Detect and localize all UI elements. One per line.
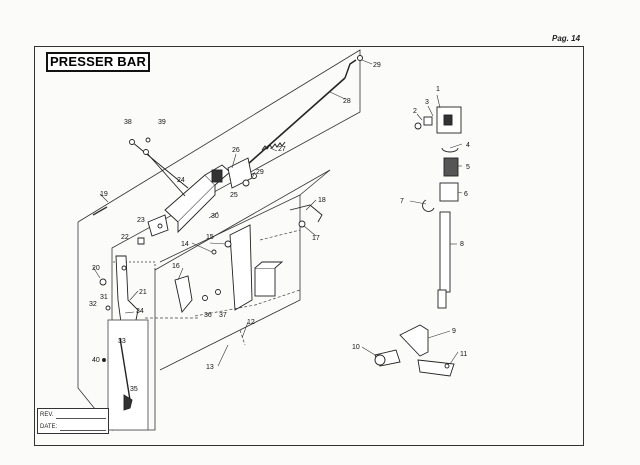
callout-label: 25 [230, 192, 238, 199]
callout-leaders [92, 59, 463, 367]
callout-label: 20 [92, 265, 100, 272]
bar-33 [102, 319, 149, 431]
callout-label: 12 [247, 319, 255, 326]
title-box: PRESSER BAR [46, 52, 150, 72]
callout-label: 2 [413, 108, 417, 115]
callout-label: 34 [136, 308, 144, 315]
page-title: PRESSER BAR [49, 54, 147, 69]
callout-label: 10 [352, 344, 360, 351]
callout-label: 7 [400, 198, 404, 205]
callout-label: 8 [460, 241, 464, 248]
callout-label: 30 [211, 213, 219, 220]
callout-label: 24 [177, 177, 185, 184]
callout-label: 17 [312, 235, 320, 242]
callout-label: 21 [139, 289, 147, 296]
callout-label: 6 [464, 191, 468, 198]
callout-label: 29 [373, 62, 381, 69]
diagram-frame [34, 46, 584, 446]
lever-assembly [164, 157, 257, 234]
callout-label: 9 [452, 328, 456, 335]
callout-label: 38 [124, 119, 132, 126]
rev-label: REV. [40, 412, 54, 418]
callout-label: 13 [206, 364, 214, 371]
callout-label: 23 [137, 217, 145, 224]
callout-label: 40 [92, 357, 100, 364]
spring-27 [261, 141, 286, 151]
callout-label: 36 [204, 312, 212, 319]
callout-label: 39 [158, 119, 166, 126]
date-label: DATE: [40, 424, 58, 430]
center-bracket [174, 204, 323, 313]
callout-label: 27 [278, 146, 286, 153]
callout-label: 16 [172, 263, 180, 270]
callout-label: 32 [89, 301, 97, 308]
lifter-21 [99, 255, 139, 331]
revision-box: REV. DATE: [37, 408, 109, 434]
callout-label: 15 [206, 234, 214, 241]
callout-label: 11 [460, 351, 467, 358]
part-23-bracket [137, 214, 169, 245]
callout-label: 3 [425, 99, 429, 106]
callout-label: 22 [121, 234, 129, 241]
leader-dashes [145, 229, 301, 346]
linkage-38-39 [129, 137, 189, 197]
callout-label: 33 [118, 338, 126, 345]
date-line [60, 430, 106, 431]
callout-label: 14 [181, 241, 189, 248]
callout-label: 35 [130, 386, 138, 393]
callout-label: 37 [219, 312, 227, 319]
callout-label: 29 [256, 169, 264, 176]
callout-label: 19 [100, 191, 108, 198]
page-number: Pag. 14 [552, 34, 581, 43]
callout-label: 4 [466, 142, 470, 149]
callout-label: 28 [343, 98, 351, 105]
callout-label: 18 [318, 197, 326, 204]
callout-label: 31 [100, 294, 108, 301]
callout-labels: 1 2 3 4 5 6 7 8 9 10 11 12 13 14 15 16 1… [89, 62, 470, 393]
callout-label: 5 [466, 164, 470, 171]
callout-label: 26 [232, 147, 240, 154]
callout-label: 1 [436, 86, 440, 93]
lifter-rod [229, 55, 363, 181]
presser-bar-parts [374, 106, 462, 377]
rev-line [56, 418, 106, 419]
